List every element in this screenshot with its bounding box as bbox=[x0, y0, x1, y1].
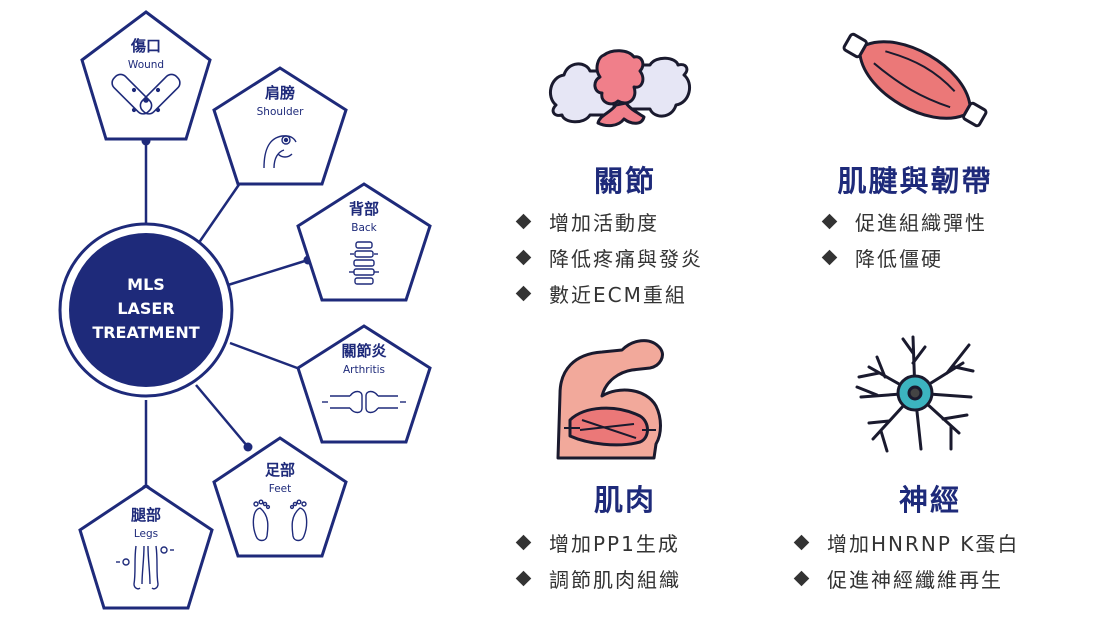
benefit-muscle: 肌肉 增加PP1生成 調節肌肉組織 bbox=[500, 470, 750, 600]
shoulder-sublabel: Shoulder bbox=[257, 106, 304, 118]
wound-label: 傷口 bbox=[130, 37, 161, 55]
diamond-bullet-icon bbox=[821, 249, 838, 265]
feet-icon bbox=[252, 499, 308, 542]
benefit-nerve-title: 神經 bbox=[898, 483, 961, 517]
connector-dot-feet bbox=[243, 442, 253, 452]
joint-icon bbox=[322, 390, 406, 414]
diamond-bullet-icon bbox=[515, 534, 532, 550]
shoulder-icon bbox=[263, 135, 297, 169]
wound-sublabel: Wound bbox=[128, 59, 164, 71]
feet-label: 足部 bbox=[265, 461, 295, 479]
back-sublabel: Back bbox=[351, 222, 377, 234]
pentagon-back: 背部 Back bbox=[296, 182, 432, 302]
diamond-bullet-icon bbox=[793, 570, 810, 586]
benefit-tendon-title: 肌腱與韌帶 bbox=[837, 164, 993, 198]
list-item: 增加PP1生成 bbox=[512, 524, 681, 560]
feet-sublabel: Feet bbox=[269, 483, 292, 495]
connector-back bbox=[227, 258, 309, 287]
muscle-tendon-icon bbox=[842, 32, 988, 128]
joint-bone-icon bbox=[548, 49, 692, 128]
list-item: 調節肌肉組織 bbox=[512, 560, 681, 596]
pentagon-shoulder: 肩膀 Shoulder bbox=[212, 66, 348, 186]
benefit-nerve-list: 增加HNRNP K蛋白 促進神經纖維再生 bbox=[790, 524, 1019, 596]
pentagon-legs: 腿部 Legs bbox=[78, 484, 214, 610]
pentagon-wound: 傷口 Wound bbox=[80, 10, 212, 141]
list-item: 促進組織彈性 bbox=[818, 203, 987, 239]
pentagon-feet: 足部 Feet bbox=[212, 436, 348, 558]
benefit-tendon-list: 促進組織彈性 降低僵硬 bbox=[818, 203, 987, 275]
arthritis-sublabel: Arthritis bbox=[343, 364, 385, 376]
diamond-bullet-icon bbox=[515, 285, 532, 301]
pentagon-arthritis: 關節炎 Arthritis bbox=[296, 324, 432, 444]
neuron-icon bbox=[855, 335, 975, 453]
list-item: 降低僵硬 bbox=[818, 239, 987, 275]
spine-icon bbox=[349, 241, 379, 285]
center-hub: MLS LASER TREATMENT bbox=[58, 222, 234, 398]
list-item: 數近ECM重組 bbox=[512, 275, 703, 311]
back-label: 背部 bbox=[349, 200, 379, 218]
legs-sublabel: Legs bbox=[134, 528, 158, 540]
benefit-muscle-list: 增加PP1生成 調節肌肉組織 bbox=[512, 524, 681, 596]
diamond-bullet-icon bbox=[515, 570, 532, 586]
benefit-joint-title: 關節 bbox=[593, 164, 656, 198]
diamond-bullet-icon bbox=[515, 249, 532, 265]
diamond-bullet-icon bbox=[515, 213, 532, 229]
center-line-2: LASER bbox=[117, 299, 174, 318]
benefit-muscle-title: 肌肉 bbox=[593, 483, 656, 517]
list-item: 增加活動度 bbox=[512, 203, 703, 239]
center-line-1: MLS bbox=[127, 275, 165, 294]
bandage-icon bbox=[111, 73, 181, 115]
list-item: 促進神經纖維再生 bbox=[790, 560, 1019, 596]
shoulder-label: 肩膀 bbox=[265, 84, 295, 102]
list-item: 降低疼痛與發炎 bbox=[512, 239, 703, 275]
diamond-bullet-icon bbox=[793, 534, 810, 550]
benefit-tendon: 肌腱與韌帶 促進組織彈性 降低僵硬 bbox=[800, 150, 1030, 280]
diamond-bullet-icon bbox=[821, 213, 838, 229]
benefit-joint: 關節 增加活動度 降低疼痛與發炎 數近ECM重組 bbox=[500, 150, 750, 320]
flexed-arm-icon bbox=[556, 339, 664, 460]
arthritis-label: 關節炎 bbox=[341, 342, 386, 360]
benefit-nerve: 神經 增加HNRNP K蛋白 促進神經纖維再生 bbox=[780, 470, 1080, 600]
legs-icon bbox=[116, 545, 174, 590]
legs-label: 腿部 bbox=[131, 506, 161, 524]
connector-arthritis bbox=[229, 341, 309, 374]
connector-feet bbox=[195, 384, 249, 448]
center-line-3: TREATMENT bbox=[92, 323, 199, 342]
list-item: 增加HNRNP K蛋白 bbox=[790, 524, 1019, 560]
benefit-joint-list: 增加活動度 降低疼痛與發炎 數近ECM重組 bbox=[512, 203, 703, 311]
